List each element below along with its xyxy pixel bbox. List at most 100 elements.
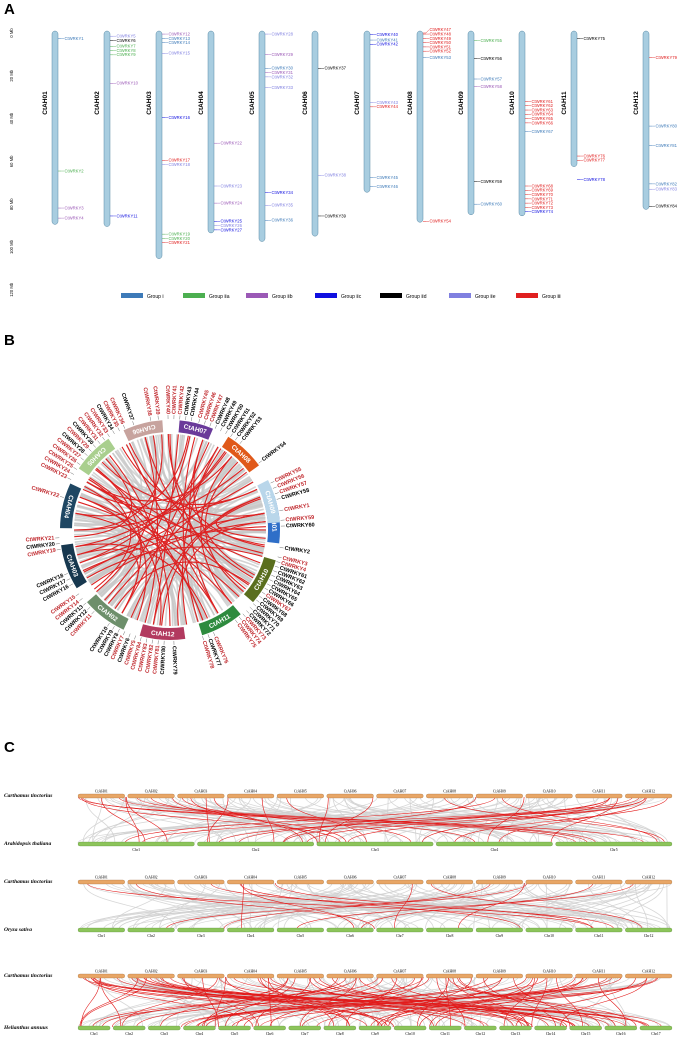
gene-label-tick [271, 574, 276, 577]
red-orthologous-link [213, 796, 303, 844]
gray-synteny-link [104, 796, 146, 844]
red-orthologous-link [487, 796, 525, 844]
gray-synteny-link [85, 796, 116, 844]
top-chromosome-block [525, 973, 573, 979]
red-orthologous-link [388, 976, 502, 1028]
legend-swatch [315, 293, 337, 298]
bottom-chromosome-label: Chr12 [644, 934, 654, 938]
top-chromosome-block [475, 793, 523, 799]
bottom-species-label: Oryza sativa [4, 927, 32, 933]
legend-label: Group Ⅲ [542, 294, 561, 300]
red-orthologous-link [223, 882, 491, 930]
gene-label-tick [202, 636, 204, 641]
circos-gene-label: CtWRKY80 [160, 646, 167, 675]
top-chromosome-label: CtAH02 [145, 876, 158, 880]
gene-label-tick [191, 417, 193, 422]
bottom-chromosome-block [575, 927, 623, 933]
chromosome-arc [243, 557, 276, 603]
chromosome-arc [178, 420, 213, 440]
red-segmental-duplication-link [91, 521, 266, 586]
bottom-chromosome-label: Chr17 [651, 1032, 661, 1036]
red-segmental-duplication-link [152, 496, 261, 625]
top-chromosome-label: CtAH06 [344, 970, 357, 974]
bottom-chromosome-label: Chr11 [594, 934, 603, 938]
bottom-chromosome-label: Chr4 [247, 934, 255, 938]
chromosome-arc [86, 594, 129, 630]
red-orthologous-link [270, 976, 568, 1028]
bottom-chromosome-label: Chr12 [476, 1032, 486, 1036]
chromosome-bar [518, 30, 526, 217]
bottom-chromosome-block [177, 927, 225, 933]
gene-label-tick [279, 547, 284, 549]
axis-tick-label: 0 Mb [9, 28, 14, 38]
gene-label: CtWRKY13 [169, 36, 191, 41]
gene-label: CtWRKY55 [481, 38, 503, 43]
top-chromosome-label: CtAH11 [593, 790, 606, 794]
chromosome-label: CtAH02 [94, 91, 101, 115]
gray-collinear-link [158, 469, 246, 626]
bottom-chromosome-block [148, 1025, 181, 1031]
red-orthologous-link [597, 976, 627, 1028]
bottom-chromosome-block [625, 927, 673, 933]
gene-label: CtWRKY42 [377, 42, 399, 47]
gene-label: CtWRKY16 [169, 115, 191, 120]
gray-synteny-link [93, 796, 447, 844]
red-orthologous-link [421, 796, 610, 844]
top-chromosome-block [376, 879, 424, 885]
bottom-chromosome-label: Chr5 [297, 934, 305, 938]
gene-label: CtWRKY2 [65, 168, 85, 173]
gene-label: CtWRKY73 [532, 205, 554, 210]
gray-synteny-link [121, 796, 378, 844]
gray-synteny-link [80, 882, 344, 930]
top-chromosome-label: CtAH06 [344, 876, 357, 880]
chromosome-label: CtAH01 [42, 91, 49, 115]
gene-label-tick [256, 599, 260, 603]
circos-gene-label: CtWRKY1 [284, 503, 310, 513]
gray-synteny-link [111, 882, 167, 930]
red-orthologous-link [380, 976, 648, 1028]
gene-label-tick [117, 427, 120, 432]
bottom-chromosome-label: Chr11 [441, 1032, 450, 1036]
red-orthologous-link [515, 976, 636, 1028]
gene-label: CtWRKY26 [221, 223, 243, 228]
panel-a-letter: A [4, 1, 15, 18]
red-orthologous-link [121, 976, 218, 1028]
gene-label-tick [76, 462, 81, 465]
top-chromosome-label: CtAH12 [642, 790, 655, 794]
gene-label: CtWRKY25 [221, 219, 243, 224]
chromosome-label: CtAH08 [407, 91, 414, 115]
gene-label: CtWRKY75 [584, 36, 606, 41]
bottom-chromosome-label: Chr7 [396, 934, 404, 938]
top-chromosome-label: CtAH04 [244, 790, 257, 794]
top-chromosome-label: CtAH08 [443, 790, 456, 794]
bottom-chromosome-block [197, 841, 314, 847]
gray-synteny-link [420, 976, 509, 1028]
gene-label-tick [272, 486, 277, 489]
red-orthologous-link [419, 976, 533, 1028]
red-orthologous-link [282, 796, 477, 844]
legend-label: Group Ⅱc [341, 294, 362, 300]
gray-synteny-link [375, 882, 538, 930]
top-chromosome-label: CtAH10 [543, 970, 556, 974]
gene-label: CtWRKY41 [377, 37, 399, 42]
gene-label: CtWRKY37 [325, 66, 347, 71]
gene-label: CtWRKY3 [65, 205, 85, 210]
red-orthologous-link [239, 882, 521, 930]
gene-label: CtWRKY48 [430, 31, 452, 36]
top-chromosome-block [127, 793, 175, 799]
gene-label-tick [75, 593, 80, 597]
bottom-chromosome-block [393, 1025, 427, 1031]
gray-synteny-link [112, 882, 333, 930]
top-chromosome-label: CtAH05 [294, 970, 307, 974]
red-orthologous-link [150, 796, 476, 844]
red-orthologous-link [100, 976, 122, 1028]
red-segmental-duplication-link [121, 442, 210, 614]
red-segmental-duplication-link [73, 434, 163, 531]
gene-label: CtWRKY74 [532, 209, 554, 214]
bottom-chromosome-label: Chr16 [616, 1032, 626, 1036]
top-chromosome-label: CtAH12 [642, 970, 655, 974]
red-orthologous-link [459, 976, 616, 1028]
gene-label: CtWRKY11 [117, 213, 139, 218]
red-orthologous-link [84, 976, 368, 1028]
gene-label: CtWRKY35 [272, 203, 294, 208]
